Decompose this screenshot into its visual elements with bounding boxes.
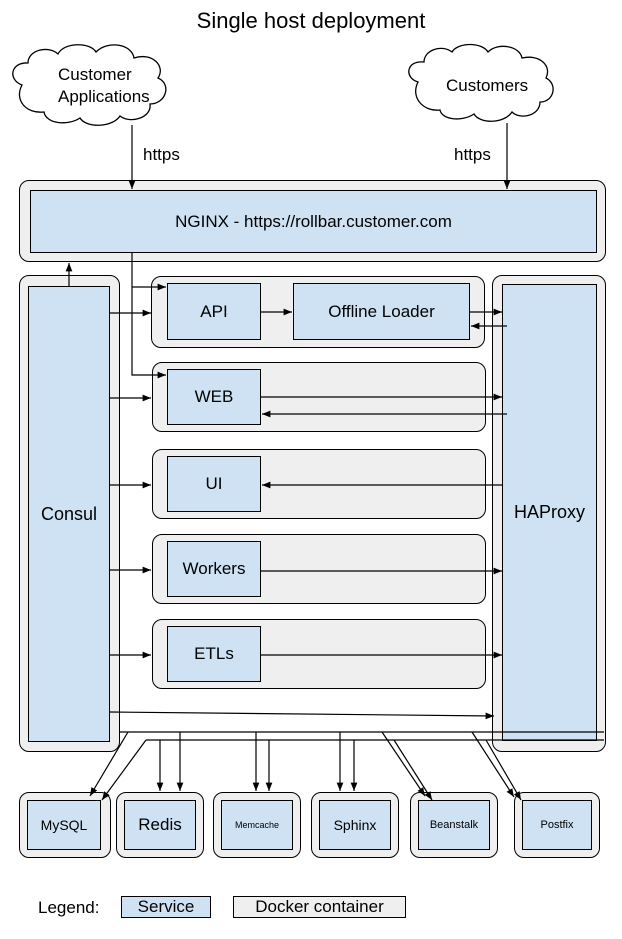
arrow-to-mysql-1 — [89, 731, 129, 797]
mysql-service: MySQL — [27, 800, 101, 850]
etls-service: ETLs — [167, 626, 261, 682]
ui-service: UI — [167, 456, 261, 512]
arrow-consul-to-haproxy — [109, 711, 495, 720]
postfix-label: Postfix — [540, 819, 574, 831]
cloud-customer-applications-label: Customer Applications — [58, 65, 150, 106]
legend-docker-container-label: Docker container — [255, 897, 384, 916]
arrow-to-mysql-2 — [101, 739, 147, 801]
ui-label: UI — [205, 474, 223, 493]
api-label: API — [200, 301, 228, 321]
https-label-left: https — [143, 145, 180, 164]
legend-service-label: Service — [137, 897, 195, 916]
nginx-label: NGINX - https://rollbar.customer.com — [175, 211, 452, 231]
mysql-label: MySQL — [40, 817, 88, 833]
legend-docker-container-swatch: Docker container — [233, 896, 406, 918]
legend-service-swatch: Service — [121, 896, 211, 918]
legend-label: Legend: — [38, 898, 100, 917]
redis-service: Redis — [124, 800, 196, 850]
memcache-label: Memcache — [234, 820, 279, 830]
haproxy-label: HAProxy — [513, 502, 585, 522]
arrow-to-postfix-2 — [485, 739, 522, 801]
etls-label: ETLs — [194, 644, 234, 663]
arrow-nginx-to-web — [131, 287, 166, 379]
arrow-to-beanstalk-2 — [393, 739, 433, 801]
web-label: WEB — [194, 387, 234, 406]
nginx-service: NGINX - https://rollbar.customer.com — [30, 190, 597, 253]
cloud-customers-label: Customers — [446, 76, 529, 95]
postfix-service: Postfix — [522, 800, 592, 850]
memcache-service: Memcache — [221, 800, 293, 850]
arrow-to-postfix-1 — [471, 731, 515, 798]
https-label-right: https — [454, 145, 491, 164]
beanstalk-service: Beanstalk — [418, 800, 490, 850]
web-service: WEB — [167, 369, 261, 425]
workers-service: Workers — [167, 541, 261, 597]
offline-loader-service: Offline Loader — [293, 283, 470, 340]
sphinx-service: Sphinx — [319, 800, 391, 850]
api-service: API — [167, 283, 261, 340]
diagram-title: Single host deployment — [196, 8, 426, 33]
consul-service: Consul — [28, 286, 110, 742]
haproxy-service: HAProxy — [502, 284, 597, 741]
redis-label: Redis — [138, 815, 182, 834]
arrow-nginx-to-api — [131, 253, 166, 291]
workers-label: Workers — [182, 559, 246, 578]
sphinx-label: Sphinx — [333, 817, 377, 833]
cloud-customer-applications — [12, 44, 167, 126]
offline-loader-label: Offline Loader — [328, 301, 435, 321]
consul-label: Consul — [40, 503, 98, 524]
beanstalk-label: Beanstalk — [429, 819, 479, 831]
arrow-to-beanstalk-1 — [381, 731, 426, 797]
cloud-customers — [408, 43, 554, 122]
